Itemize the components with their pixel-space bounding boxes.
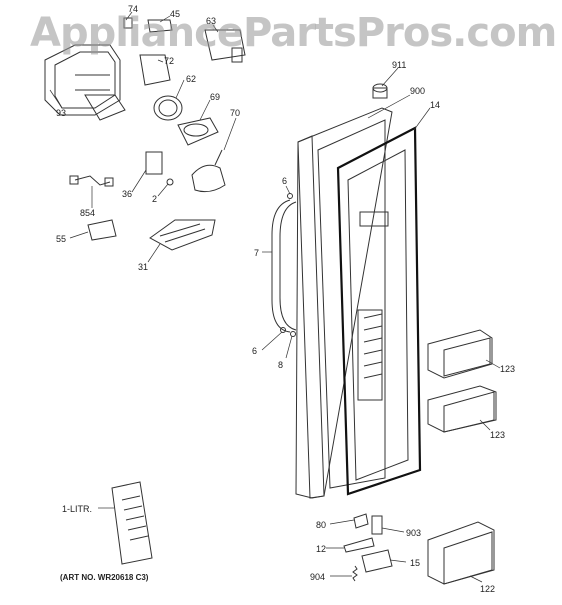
part-854-harness[interactable] [69, 175, 114, 187]
watermark: AppliancePartsPros.com [30, 10, 557, 56]
part-12-lever[interactable] [343, 537, 375, 553]
callout-93: 93 [56, 108, 66, 118]
callout-6-upper: 6 [282, 176, 287, 186]
callout-69: 69 [210, 92, 220, 102]
callout-900: 900 [410, 86, 425, 96]
callout-911: 911 [392, 60, 406, 70]
art-number: (ART NO. WR20618 C3) [60, 573, 149, 582]
callout-14: 14 [430, 100, 440, 110]
literature-manual[interactable] [111, 481, 153, 565]
part-80-nut[interactable] [353, 513, 369, 529]
part-14-gasket[interactable] [336, 126, 422, 496]
part-123-bin-upper[interactable] [427, 329, 493, 379]
callout-122: 122 [480, 584, 495, 594]
callout-36: 36 [122, 189, 132, 199]
callout-904: 904 [310, 572, 325, 582]
leader-lines [49, 11, 501, 583]
callout-903: 903 [406, 528, 421, 538]
part-2-screw[interactable] [166, 178, 174, 186]
part-6-screw-lower[interactable] [280, 327, 286, 333]
part-70-chute[interactable] [191, 149, 226, 193]
part-8-screw[interactable] [290, 331, 296, 337]
literature-label: 1-LITR. [62, 504, 92, 514]
callout-55: 55 [56, 234, 66, 244]
callout-123-upper: 123 [500, 364, 515, 374]
part-74-clip[interactable] [123, 17, 133, 29]
callout-2: 2 [152, 194, 157, 204]
callout-15: 15 [410, 558, 420, 568]
callout-123-lower: 123 [490, 430, 505, 440]
callout-6-lower: 6 [252, 346, 257, 356]
part-63-mount[interactable] [204, 29, 246, 63]
callout-74: 74 [128, 4, 138, 14]
part-900-door[interactable] [295, 107, 393, 499]
part-55-pad[interactable] [87, 219, 117, 241]
part-93-dispenser-module[interactable] [44, 44, 126, 121]
callout-70: 70 [230, 108, 240, 118]
part-62-ring[interactable] [153, 95, 183, 121]
callout-12: 12 [316, 544, 326, 554]
callout-45: 45 [170, 9, 180, 19]
callout-62: 62 [186, 74, 196, 84]
callout-labels: 74 45 63 72 62 93 69 70 36 2 854 55 31 9… [56, 4, 515, 594]
part-122-bin[interactable] [427, 521, 495, 585]
callout-854: 854 [80, 208, 95, 218]
part-69-tray[interactable] [177, 117, 219, 146]
part-6-screw-upper[interactable] [287, 193, 293, 199]
part-911-cap[interactable] [372, 83, 388, 99]
part-903-pin[interactable] [371, 515, 383, 535]
door-liner-details [347, 149, 409, 481]
part-72-motor[interactable] [139, 54, 171, 86]
part-904-spring[interactable] [352, 565, 358, 582]
callout-63: 63 [206, 16, 216, 26]
part-15-actuator[interactable] [361, 549, 393, 573]
part-7-handle[interactable] [271, 199, 297, 333]
callout-72: 72 [164, 56, 174, 66]
part-36-switch[interactable] [145, 151, 163, 175]
callout-31: 31 [138, 262, 148, 272]
callout-8: 8 [278, 360, 283, 370]
callout-7: 7 [254, 248, 259, 258]
part-123-bin-lower[interactable] [427, 385, 497, 433]
part-31-grille[interactable] [149, 219, 216, 251]
callout-80: 80 [316, 520, 326, 530]
